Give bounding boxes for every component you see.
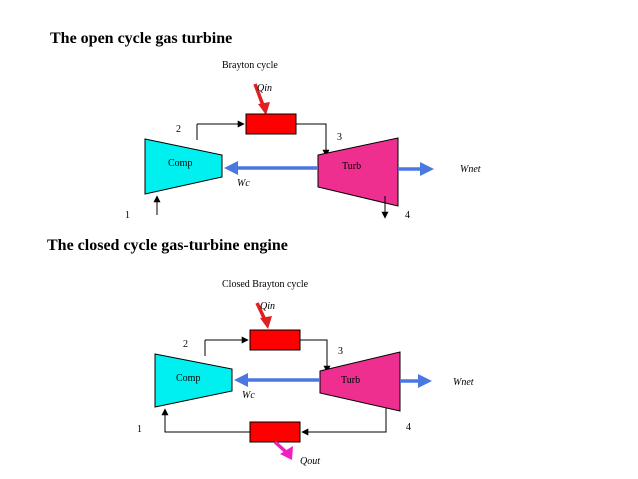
open-state-2: 2: [176, 124, 181, 135]
closed-turbine-label: Turb: [341, 375, 360, 386]
open-state-4: 4: [405, 210, 410, 221]
closed-compressor-work-arrow: [234, 373, 320, 387]
open-q-in-label: Qin: [257, 83, 272, 94]
closed-state-3: 3: [338, 346, 343, 357]
open-turbine: [317, 137, 399, 207]
closed-compressor-label: Comp: [176, 373, 200, 384]
open-compressor-work-arrow: [224, 161, 318, 175]
open-compressor-label: Comp: [168, 158, 192, 169]
closed-cycle-caption: Closed Brayton cycle: [222, 279, 309, 290]
closed-wnet-label: Wnet: [453, 377, 474, 388]
closed-cooler: [249, 421, 301, 443]
closed-compressor: [154, 353, 233, 408]
closed-line-heater-to-turbine: [300, 339, 331, 373]
closed-heat-out-arrow: [273, 440, 293, 460]
closed-line-4-to-cooler: [301, 408, 387, 436]
closed-state-1: 1: [137, 424, 142, 435]
open-state-3: 3: [337, 132, 342, 143]
closed-heat-in-arrow: [255, 302, 272, 329]
closed-state-4: 4: [406, 422, 411, 433]
closed-q-in-label: Qin: [260, 301, 275, 312]
closed-state-2: 2: [183, 339, 188, 350]
closed-turbine: [319, 351, 401, 412]
closed-cycle-diagram: Closed Brayton cycle Qin Comp Turb Wc: [137, 279, 474, 467]
open-cycle-heading: The open cycle gas turbine: [50, 30, 233, 47]
open-compressor: [144, 138, 223, 195]
open-net-work-arrow: [398, 162, 434, 176]
open-state-1: 1: [125, 210, 130, 221]
closed-line-cooler-to-1: [161, 408, 250, 433]
closed-heater: [249, 329, 301, 351]
open-cycle-caption: Brayton cycle: [222, 60, 278, 71]
closed-net-work-arrow: [400, 374, 432, 388]
closed-wc-label: Wc: [242, 390, 255, 401]
open-combustor: [245, 113, 297, 135]
open-heat-in-arrow: [253, 83, 270, 115]
open-line-combustor-to-turbine: [296, 123, 330, 157]
open-turbine-label: Turb: [342, 161, 361, 172]
open-wnet-label: Wnet: [460, 164, 481, 175]
open-wc-label: Wc: [237, 178, 250, 189]
closed-cycle-heading: The closed cycle gas-turbine engine: [47, 237, 288, 254]
open-cycle-diagram: Brayton cycle Qin Comp Turb Wc: [125, 60, 481, 221]
closed-q-out-label: Qout: [300, 456, 320, 467]
